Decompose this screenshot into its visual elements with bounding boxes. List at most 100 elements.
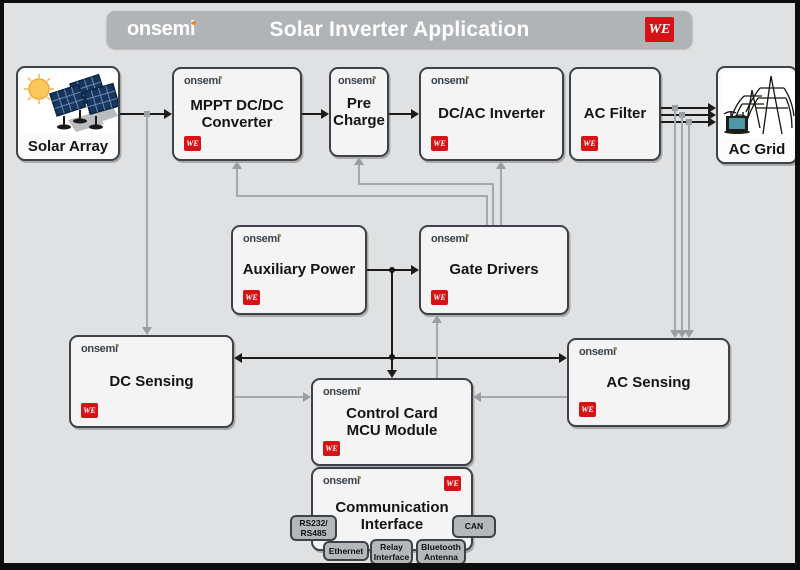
line-aux-down-to-controlcard [391, 270, 393, 370]
arrowhead-into-acsensing-2 [677, 330, 687, 338]
arrowhead-into-gatedrivers [411, 265, 419, 275]
onsemi-logo: onsemi [243, 233, 281, 245]
onsemi-logo: onsemi [431, 233, 469, 245]
arrowhead-into-inverter [411, 109, 419, 119]
onsemi-logo: onsemi [127, 18, 197, 40]
wurth-elektronik-logo: WE [431, 290, 448, 305]
block-label: AC Sensing [606, 373, 691, 391]
line-precharge-to-inverter [389, 113, 411, 115]
wurth-elektronik-logo: WE [581, 136, 598, 151]
line-grid-to-acsensing-2 [681, 115, 683, 330]
block-dc-sensing: onsemi DC Sensing WE [69, 335, 234, 428]
line-gatedrv-to-precharge-v1 [358, 165, 360, 184]
port-label-line1: RS232/ [299, 517, 328, 528]
port-label-line1: Relay [380, 541, 403, 552]
wurth-elektronik-logo: WE [323, 441, 340, 456]
arrowhead-into-controlcard-right [473, 392, 481, 402]
block-dcac-inverter: onsemi DC/AC Inverter WE [419, 67, 564, 161]
arrowhead-into-controlcard-top [387, 370, 397, 378]
line-gatedrv-to-precharge-v2 [492, 183, 494, 225]
line-solar-to-mppt [120, 113, 164, 115]
onsemi-logo: onsemi [431, 75, 469, 87]
line-grid-to-acsensing-1 [674, 108, 676, 330]
line-dcbus-to-dcsensing [146, 115, 148, 327]
port-ethernet: Ethernet [323, 541, 369, 561]
block-label: DC/AC Inverter [438, 105, 545, 123]
page-title: Solar Inverter Application [269, 17, 530, 41]
port-label-line2: Interface [373, 552, 410, 562]
port-rs232-rs485: RS232/ RS485 [290, 515, 337, 541]
block-label: MPPT DC/DC Converter [190, 96, 284, 131]
onsemi-logo: onsemi [323, 475, 361, 487]
wurth-elektronik-logo: WE [184, 136, 201, 151]
block-solar-array: Solar Array [16, 66, 120, 161]
block-label: Solar Array [27, 137, 109, 155]
arrowhead-into-dcsensing [234, 353, 242, 363]
wurth-elektronik-logo: WE [431, 136, 448, 151]
block-ac-grid: AC Grid [716, 66, 795, 164]
arrowhead-into-acsensing-3 [684, 330, 694, 338]
wurth-elektronik-logo: WE [243, 290, 260, 305]
arrowhead-into-grid-1 [708, 103, 716, 113]
port-label-line2: RS485 [300, 528, 327, 538]
line-filter-to-grid-1 [661, 107, 708, 109]
port-label: Ethernet [328, 545, 364, 556]
arrowhead-into-mppt-bottom [232, 161, 242, 169]
arrowhead-into-dcsensing-top [142, 327, 152, 335]
block-label: AC Grid [728, 140, 786, 158]
port-label: CAN [464, 521, 484, 532]
title-bar: onsemi Solar Inverter Application WE [107, 11, 692, 48]
arrowhead-into-precharge [321, 109, 329, 119]
line-gatedrv-to-mppt-v2 [486, 195, 488, 225]
arrowhead-into-gatedrivers-bottom [432, 315, 442, 323]
wurth-elektronik-logo: WE [579, 402, 596, 417]
block-label: Communication Interface [316, 483, 468, 549]
block-mppt-dcdc-converter: onsemi MPPT DC/DC Converter WE [172, 67, 302, 161]
port-label-line2: Antenna [424, 552, 458, 562]
port-can: CAN [452, 515, 496, 538]
line-mppt-to-precharge [302, 113, 321, 115]
line-gatedrv-to-mppt-v1 [236, 169, 238, 196]
junction-solar-line [144, 111, 150, 117]
block-label: Control Card MCU Module [316, 380, 468, 464]
line-grid-to-acsensing-3 [688, 122, 690, 330]
arrowhead-into-grid-2 [708, 110, 716, 120]
arrowhead-into-controlcard-left [303, 392, 311, 402]
arrowhead-into-acsensing [559, 353, 567, 363]
block-label-line1: Communication [335, 498, 449, 516]
line-gatedrv-to-precharge-h [358, 183, 494, 185]
block-ac-filter: AC Filter WE [569, 67, 661, 161]
port-bluetooth-antenna: Bluetooth Antenna [416, 539, 466, 563]
arrowhead-into-precharge-bottom [354, 157, 364, 165]
port-label-line1: Bluetooth [421, 541, 461, 552]
block-label-line2: Interface [360, 516, 424, 533]
block-ac-sensing: onsemi AC Sensing WE [567, 338, 730, 427]
line-filter-to-grid-3 [661, 121, 708, 123]
onsemi-logo: onsemi [184, 75, 222, 87]
line-gatedrv-to-inverter [500, 169, 502, 225]
solar-panels-icon [22, 72, 118, 134]
block-label: AC Filter [583, 105, 647, 123]
port-relay-interface: Relay Interface [370, 539, 413, 563]
block-auxiliary-power: onsemi Auxiliary Power WE [231, 225, 367, 315]
onsemi-logo: onsemi [81, 343, 119, 355]
wurth-elektronik-logo: WE [645, 17, 674, 42]
wurth-elektronik-logo: WE [444, 476, 461, 491]
block-control-card-mcu: onsemi Control Card MCU Module WE [311, 378, 473, 466]
arrowhead-into-grid-3 [708, 117, 716, 127]
block-gate-drivers: onsemi Gate Drivers WE [419, 225, 569, 315]
block-label: Pre Charge [333, 94, 385, 129]
block-pre-charge: onsemi Pre Charge [329, 67, 389, 157]
line-gatedrv-to-mppt-h [236, 195, 488, 197]
arrowhead-into-acsensing-1 [670, 330, 680, 338]
onsemi-logo: onsemi [338, 75, 376, 87]
wurth-elektronik-logo: WE [81, 403, 98, 418]
block-label: Auxiliary Power [242, 261, 356, 279]
block-label: DC Sensing [109, 372, 194, 390]
block-label-line1: Control Card [346, 404, 438, 422]
arrowhead-into-mppt [164, 109, 172, 119]
arrowhead-into-inverter-bottom [496, 161, 506, 169]
block-label: Gate Drivers [449, 261, 539, 279]
line-acsensing-to-controlcard [481, 396, 567, 398]
